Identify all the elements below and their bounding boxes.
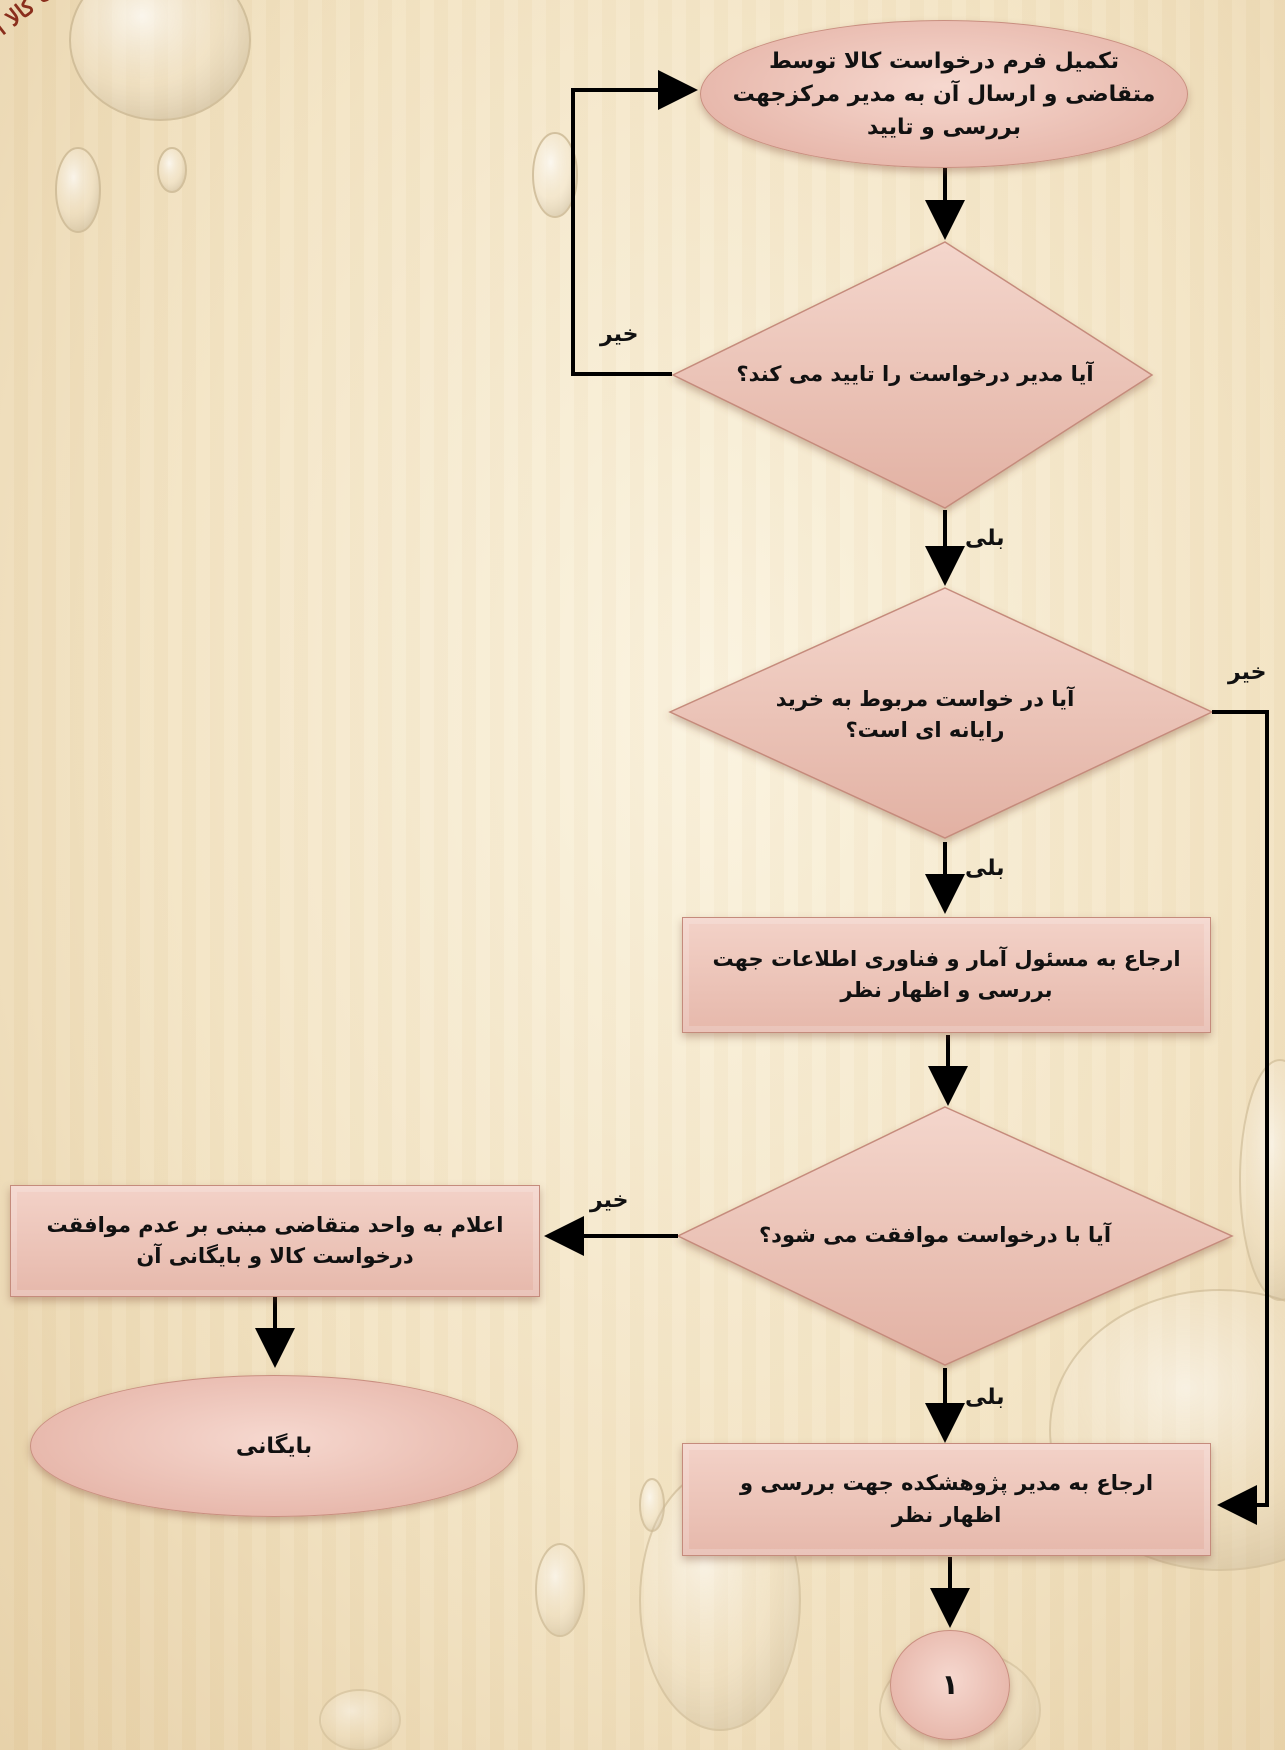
drop-shape: [639, 1478, 665, 1532]
decision-computer-line-2: رایانه ای است؟: [845, 718, 1005, 742]
drop-shape: [319, 1689, 401, 1750]
start-line-2: متقاضی و ارسال آن به مدیر مرکزجهت: [732, 81, 1156, 107]
label-computer-no: خیر: [1228, 660, 1267, 685]
refer-institute-line-2: اظهار نظر: [891, 1502, 1002, 1527]
start-line-3: بررسی و تایید: [867, 114, 1021, 140]
arrow-computer-no: [1212, 710, 1269, 1525]
notify-reject-line-2: درخواست کالا و بایگانی آن: [136, 1244, 414, 1268]
label-manager-yes: بلی: [965, 526, 1005, 551]
label-approve-no: خیر: [590, 1188, 629, 1213]
archive-node: بایگانی: [30, 1375, 518, 1517]
decision-approve: آیا با درخواست موافقت می شود؟: [710, 1200, 1160, 1272]
drop-shape: [1239, 1059, 1285, 1301]
refer-institute-node: ارجاع به مدیر پژوهشکده جهت بررسی و اظهار…: [682, 1443, 1211, 1556]
diamond-computer-shape: [668, 587, 1214, 839]
decision-computer-line-1: آیا در خواست مربوط به خرید: [775, 686, 1075, 711]
refer-it-line-1: ارجاع به مسئول آمار و فناوری اطلاعات جهت: [712, 946, 1181, 971]
diamond-approve-shape: [676, 1106, 1234, 1366]
decision-manager-label: آیا مدیر درخواست را تایید می کند؟: [736, 362, 1094, 387]
decision-manager: آیا مدیر درخواست را تایید می کند؟: [690, 335, 1140, 415]
refer-institute-line-1: ارجاع به مدیر پژوهشکده جهت بررسی و: [739, 1471, 1154, 1495]
refer-it-line-2: بررسی و اظهار نظر: [840, 978, 1053, 1002]
drop-shape: [532, 132, 578, 218]
arrow-manager-no-loop: [571, 70, 698, 376]
drop-shape: [69, 0, 251, 121]
diamond-manager-shape: [671, 241, 1154, 509]
notify-reject-node: اعلام به واحد متقاضی مبنی بر عدم موافقت …: [10, 1185, 540, 1297]
notify-reject-line-1: اعلام به واحد متقاضی مبنی بر عدم موافقت: [46, 1212, 504, 1237]
page-connector-label: ۱: [941, 1668, 959, 1701]
start-node: تکمیل فرم درخواست کالا توسط متقاضی و ارس…: [700, 20, 1188, 168]
drop-shape: [55, 147, 101, 233]
drop-shape: [535, 1543, 585, 1637]
page-connector: ۱: [890, 1630, 1010, 1740]
decision-approve-label: آیا با درخواست موافقت می شود؟: [758, 1223, 1112, 1248]
label-manager-no: خیر: [600, 322, 639, 347]
drop-shape: [157, 147, 187, 193]
start-line-1: تکمیل فرم درخواست کالا توسط: [768, 48, 1120, 74]
label-computer-yes: بلی: [965, 856, 1005, 881]
label-approve-yes: بلی: [965, 1385, 1005, 1410]
archive-label: بایگانی: [235, 1433, 313, 1459]
refer-it-node: ارجاع به مسئول آمار و فناوری اطلاعات جهت…: [682, 917, 1211, 1033]
decision-computer: آیا در خواست مربوط به خرید رایانه ای است…: [700, 670, 1150, 760]
